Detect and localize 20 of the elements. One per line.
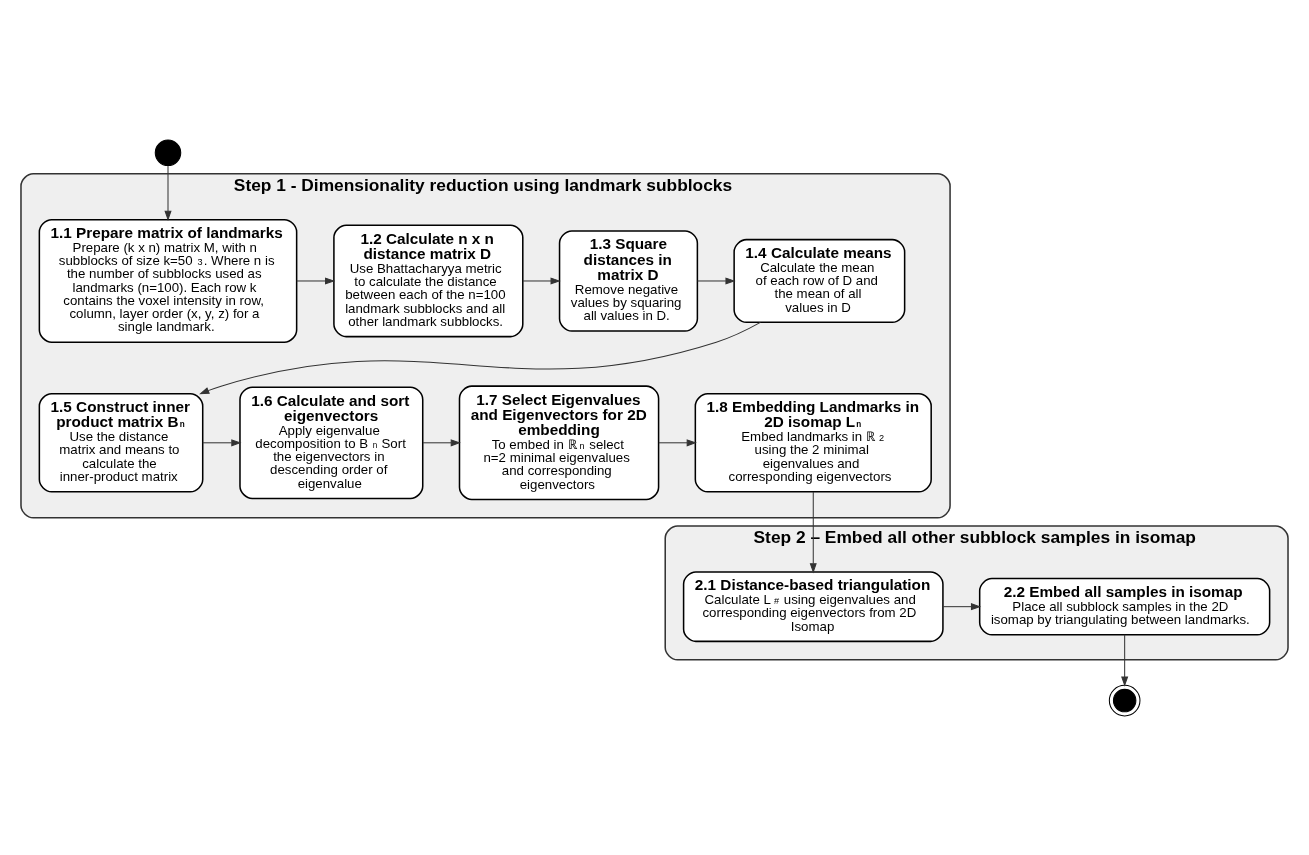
node-bullseye bbox=[1108, 684, 1141, 716]
node-box: 1.5 Construct inner product matrix Bn Use the distance matrix and means to calculate the inner-product matrix bbox=[38, 392, 204, 493]
arrow bbox=[422, 438, 461, 446]
arrow bbox=[199, 321, 761, 394]
arrow bbox=[522, 276, 561, 285]
arrow bbox=[809, 490, 817, 573]
arrow bbox=[696, 276, 736, 285]
node-box: 1.4 Calculate means Calculate the mean of each row of D and the mean of all values in D bbox=[733, 238, 906, 323]
node-box: 2.1 Distance-based triangulation Calculate L# using eigenvalues and corresponding eigenvectors from 2D Isomap bbox=[682, 570, 944, 642]
arrow bbox=[202, 438, 242, 446]
node-box: 1.2 Calculate n x n distance matrix D Use Bhattacharyya metric to calculate the distance between each of the n=100 landmark subblocks and all other landmark subblocks. bbox=[333, 224, 524, 337]
node-box: 1.7 Select Eigenvalues and Eigenvectors for 2D embedding To embed in ℝn select n=2 minimal eigenvalues and corresponding eigenvectors bbox=[458, 384, 660, 500]
node-circle bbox=[154, 139, 182, 166]
arrow bbox=[942, 602, 982, 610]
arrow bbox=[1121, 633, 1129, 687]
node-box: 1.3 Square distances in matrix D Remove negative values by squaring all values in D. bbox=[558, 229, 699, 332]
arrow bbox=[658, 438, 697, 446]
node-box: 2.2 Embed all samples in isomap Place all subblock samples in the 2D isomap by triangulating between landmarks. bbox=[978, 577, 1271, 635]
arrow bbox=[296, 276, 336, 285]
arrow bbox=[164, 164, 172, 221]
